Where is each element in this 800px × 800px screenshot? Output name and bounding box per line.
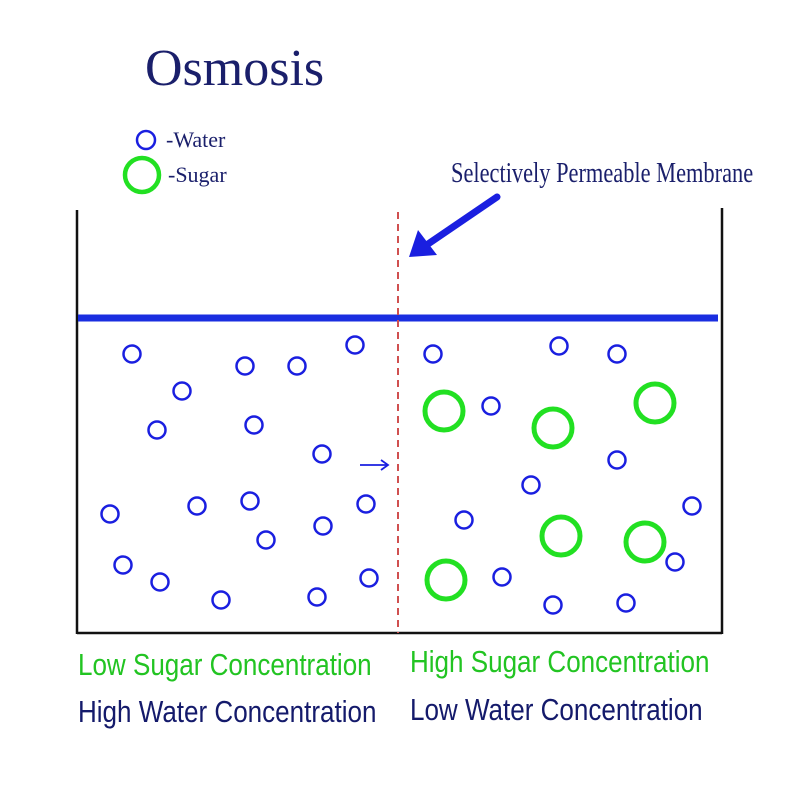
water-molecules: [100, 335, 702, 615]
membrane-pointer-arrow-icon: [409, 193, 501, 257]
water-molecule-icon: [147, 420, 167, 440]
water-molecule-icon: [113, 555, 133, 575]
water-molecule-icon: [256, 530, 276, 550]
flow-arrow-icon: [360, 459, 390, 471]
legend-water-label: -Water: [166, 127, 226, 152]
left-water-concentration-label: High Water Concentration: [78, 695, 376, 730]
water-molecule-icon: [521, 475, 541, 495]
legend-sugar-icon: [122, 155, 162, 195]
container: [75, 208, 724, 635]
sugar-molecule-icon: [623, 520, 667, 564]
water-molecule-icon: [312, 444, 332, 464]
water-molecule-icon: [359, 568, 379, 588]
water-molecule-icon: [665, 552, 685, 572]
water-molecule-icon: [682, 496, 702, 516]
water-molecule-icon: [100, 504, 120, 524]
water-molecule-icon: [244, 415, 264, 435]
water-molecule-icon: [150, 572, 170, 592]
diagram-title: Osmosis: [145, 40, 324, 97]
water-molecule-icon: [307, 587, 327, 607]
water-molecule-icon: [235, 356, 255, 376]
water-molecule-icon: [287, 356, 307, 376]
water-molecule-icon: [454, 510, 474, 530]
water-molecule-icon: [543, 595, 563, 615]
sugar-molecule-icon: [531, 406, 575, 450]
water-molecule-icon: [187, 496, 207, 516]
water-molecule-icon: [211, 590, 231, 610]
water-molecule-icon: [313, 516, 333, 536]
sugar-molecule-icon: [539, 514, 583, 558]
water-molecule-icon: [345, 335, 365, 355]
water-molecule-icon: [481, 396, 501, 416]
sugar-molecule-icon: [424, 558, 468, 602]
membrane-label: Selectively Permeable Membrane: [451, 158, 753, 189]
sugar-molecules: [422, 381, 677, 602]
left-sugar-concentration-label: Low Sugar Concentration: [78, 648, 372, 683]
sugar-molecule-icon: [422, 389, 466, 433]
legend-water-icon: [135, 129, 157, 151]
water-molecule-icon: [240, 491, 260, 511]
right-sugar-concentration-label: High Sugar Concentration: [410, 645, 709, 680]
water-molecule-icon: [607, 344, 627, 364]
water-molecule-icon: [356, 494, 376, 514]
water-molecule-icon: [122, 344, 142, 364]
water-molecule-icon: [423, 344, 443, 364]
right-water-concentration-label: Low Water Concentration: [410, 693, 703, 728]
legend-sugar-label: -Sugar: [168, 162, 227, 187]
water-molecule-icon: [549, 336, 569, 356]
water-molecule-icon: [492, 567, 512, 587]
water-molecule-icon: [607, 450, 627, 470]
water-molecule-icon: [616, 593, 636, 613]
legend: -Water -Sugar: [122, 127, 227, 195]
sugar-molecule-icon: [633, 381, 677, 425]
water-molecule-icon: [172, 381, 192, 401]
